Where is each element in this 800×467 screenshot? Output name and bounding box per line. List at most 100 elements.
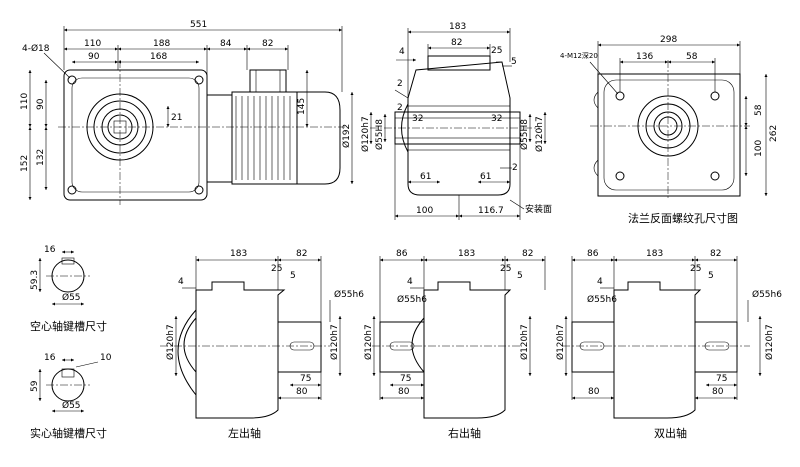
motor bbox=[207, 69, 341, 185]
flange-dim-holes: 4-M12深20 bbox=[560, 51, 598, 60]
flange-view: 298 136 58 4-M12深20 58 100 262 法兰反面螺纹孔尺寸… bbox=[560, 35, 779, 225]
mount-face-label-text: 安装面 bbox=[525, 203, 552, 215]
sec-dim-61a: 61 bbox=[420, 172, 431, 182]
dim-21: 21 bbox=[171, 113, 182, 123]
flange-dim-58: 58 bbox=[686, 52, 698, 62]
sec-dim-4: 4 bbox=[399, 47, 405, 57]
left-dim-82: 82 bbox=[296, 249, 307, 259]
sec-dim-100: 100 bbox=[416, 206, 433, 216]
terminal-box bbox=[249, 69, 287, 93]
sec-dim-32a: 32 bbox=[412, 114, 423, 124]
flange-thread-holes bbox=[615, 91, 720, 181]
solid-caption: 实心轴键槽尺寸 bbox=[30, 426, 107, 440]
dim-192: Ø192 bbox=[341, 124, 352, 148]
double-dim-25: 25 bbox=[690, 264, 701, 274]
right-dim-86: 86 bbox=[396, 249, 408, 259]
sec-dim-55h8-left: Ø55H8 bbox=[374, 119, 385, 150]
double-dim-55h6-l: Ø55h6 bbox=[587, 294, 617, 305]
solid-keyway-detail: 16 10 59 Ø55 实心轴键槽尺寸 bbox=[30, 353, 112, 440]
sec-dim-82: 82 bbox=[451, 38, 462, 48]
dim-v152: 152 bbox=[20, 155, 30, 172]
sec-dim-2c: 2 bbox=[512, 163, 518, 173]
left-dim-55h6: Ø55h6 bbox=[334, 289, 364, 300]
left-dim-75: 75 bbox=[300, 374, 311, 384]
right-dim-75: 75 bbox=[400, 374, 411, 384]
dim-145: 145 bbox=[297, 98, 307, 115]
double-dim-183: 183 bbox=[646, 249, 663, 259]
hollow-caption: 空心轴键槽尺寸 bbox=[30, 319, 107, 333]
section-view: 183 82 4 25 5 2 2 2 32 32 Ø120h7 Ø55H8 Ø… bbox=[360, 22, 552, 220]
double-dim-80b: 80 bbox=[712, 387, 724, 397]
left-caption: 左出轴 bbox=[228, 426, 261, 440]
double-shaft-left bbox=[571, 321, 615, 373]
flange-dim-298: 298 bbox=[660, 35, 677, 45]
left-dim-4: 4 bbox=[178, 277, 184, 287]
right-output-view: 86 183 82 4 25 5 Ø55h6 Ø120h7 Ø120h7 75 … bbox=[363, 249, 546, 440]
double-dim-120h7-l: Ø120h7 bbox=[555, 324, 566, 360]
dim-v90: 90 bbox=[36, 98, 46, 110]
housing-outline bbox=[407, 61, 511, 196]
dim-90: 90 bbox=[88, 52, 100, 62]
solid-dim-59: 59 bbox=[30, 380, 40, 392]
sec-dim-55h8-right: Ø55H8 bbox=[519, 119, 530, 150]
left-dim-120h7-r: Ø120h7 bbox=[329, 324, 340, 360]
flange-dim-262: 262 bbox=[769, 125, 779, 142]
right-dim-25: 25 bbox=[500, 264, 511, 274]
left-dim-25: 25 bbox=[271, 264, 282, 274]
right-dim-80: 80 bbox=[398, 387, 410, 397]
flange-dim-v58: 58 bbox=[754, 104, 764, 116]
dim-110: 110 bbox=[84, 39, 101, 49]
double-output-view: 86 183 82 4 25 5 Ø55h6 Ø55h6 Ø120h7 Ø120… bbox=[555, 249, 782, 440]
hollow-dim-593: 59.3 bbox=[30, 270, 40, 290]
sec-dim-2a: 2 bbox=[397, 79, 403, 89]
double-caption: 双出轴 bbox=[654, 426, 687, 440]
sec-dim-25: 25 bbox=[491, 46, 502, 56]
solid-dim-10: 10 bbox=[100, 353, 112, 363]
flange-dim-v100: 100 bbox=[754, 140, 764, 157]
left-shaft bbox=[277, 321, 322, 373]
dim-82: 82 bbox=[262, 39, 273, 49]
left-dim-183: 183 bbox=[230, 249, 247, 259]
sec-dim-116: 116.7 bbox=[478, 206, 504, 216]
double-dim-80a: 80 bbox=[588, 387, 600, 397]
dim-v132: 132 bbox=[36, 149, 46, 166]
hollow-dim-55: Ø55 bbox=[62, 292, 81, 303]
right-caption: 右出轴 bbox=[448, 426, 481, 440]
dim-188: 188 bbox=[153, 39, 170, 49]
flange-dim-136: 136 bbox=[636, 52, 653, 62]
sec-dim-32b: 32 bbox=[491, 114, 502, 124]
double-dim-75: 75 bbox=[716, 374, 727, 384]
dim-holes: 4-Ø18 bbox=[22, 43, 50, 54]
right-dim-183: 183 bbox=[458, 249, 475, 259]
double-dim-86: 86 bbox=[587, 249, 599, 259]
left-dim-80: 80 bbox=[296, 387, 308, 397]
flange-caption: 法兰反面螺纹孔尺寸图 bbox=[628, 211, 738, 225]
mounting-holes bbox=[67, 75, 204, 195]
solid-dim-16: 16 bbox=[44, 353, 56, 363]
solid-dim-55: Ø55 bbox=[62, 400, 81, 411]
double-dim-5: 5 bbox=[708, 271, 714, 281]
double-dim-4: 4 bbox=[597, 277, 603, 287]
sec-dim-183: 183 bbox=[449, 22, 466, 32]
right-dim-55h6: Ø55h6 bbox=[397, 294, 427, 305]
hollow-keyway-detail: 16 59.3 Ø55 空心轴键槽尺寸 bbox=[30, 245, 107, 333]
dim-551: 551 bbox=[190, 20, 207, 30]
left-output-view: 183 82 4 25 5 Ø55h6 Ø120h7 Ø120h7 75 80 … bbox=[160, 249, 364, 440]
right-dim-5: 5 bbox=[517, 271, 523, 281]
sec-dim-61b: 61 bbox=[480, 172, 491, 182]
double-dim-82: 82 bbox=[710, 249, 721, 259]
right-dim-82: 82 bbox=[522, 249, 533, 259]
front-view: 551 110 188 84 82 90 168 4-Ø18 110 152 9… bbox=[20, 20, 354, 205]
double-shaft-right bbox=[694, 321, 738, 373]
sec-dim-120h7-right: Ø120h7 bbox=[534, 116, 545, 152]
dim-84: 84 bbox=[220, 39, 232, 49]
double-dim-55h6-r: Ø55h6 bbox=[752, 289, 782, 300]
right-dim-4: 4 bbox=[407, 277, 413, 287]
gearbox-body bbox=[63, 69, 208, 201]
dim-v110: 110 bbox=[20, 93, 30, 110]
hollow-dim-16: 16 bbox=[44, 245, 56, 255]
right-dim-120h7-r: Ø120h7 bbox=[519, 324, 530, 360]
right-dim-120h7-l: Ø120h7 bbox=[363, 324, 374, 360]
left-dim-5: 5 bbox=[290, 271, 296, 281]
left-dim-120h7-l: Ø120h7 bbox=[165, 324, 176, 360]
